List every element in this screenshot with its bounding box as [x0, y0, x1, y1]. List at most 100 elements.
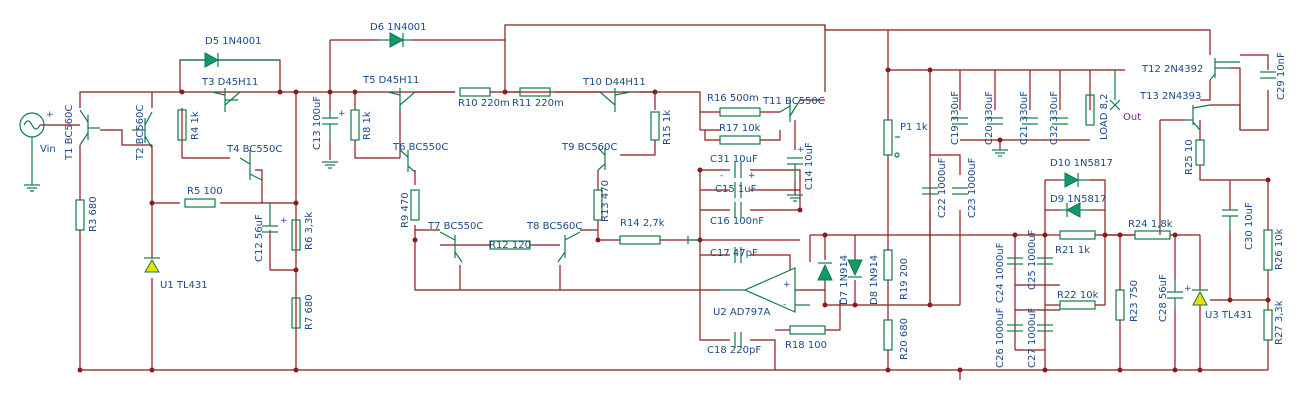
- t9-label: T9 BC560C: [561, 142, 617, 153]
- c31-plus-label: +: [748, 171, 756, 181]
- resistor-r8-icon: [350, 109, 360, 141]
- t12-label: T12 2N4392: [1141, 64, 1203, 75]
- vin-plus-label: +: [46, 110, 54, 120]
- jfet-t12-icon: [1209, 58, 1240, 81]
- c13-plus-label: +: [338, 109, 346, 119]
- resistor-r17-icon: [719, 135, 761, 145]
- reference-u3-icon: [1192, 289, 1208, 306]
- r16-label: R16 500m: [707, 93, 759, 104]
- c29-label: C29 10nF: [1276, 52, 1287, 100]
- c17-label: C17 47pF: [710, 248, 758, 259]
- r13-label: R13 470: [600, 180, 611, 222]
- capacitor-c28-icon: [1167, 280, 1183, 310]
- resistor-r9-icon: [410, 189, 420, 221]
- r8-label: R8 1k: [362, 111, 373, 140]
- c22-label: C22 1000uF: [937, 157, 948, 218]
- r7-label: R7 680: [304, 294, 315, 330]
- resistor-r6-icon: [291, 219, 301, 251]
- resistor-r10-icon: [459, 87, 491, 97]
- r14-label: R14 2,7k: [620, 218, 665, 229]
- transistor-t2-icon: [132, 111, 153, 149]
- c14-plus-label: +: [797, 145, 805, 155]
- resistor-r24-icon: [1134, 230, 1171, 240]
- diode-d10-icon: [1060, 172, 1090, 188]
- c26-label: C26 1000uF: [995, 307, 1006, 368]
- u3-label: U3 TL431: [1205, 310, 1253, 321]
- transistor-t10-icon: [599, 88, 631, 112]
- t8-label: T8 BC560C: [526, 221, 582, 232]
- c18-label: C18 220pF: [707, 345, 761, 356]
- r15-label: R15 1k: [662, 110, 673, 145]
- component-symbols: [19, 32, 1276, 351]
- r25-label: R25 10: [1184, 139, 1195, 175]
- resistor-r15-icon: [650, 111, 660, 141]
- capacitor-c27-icon: [1037, 324, 1053, 332]
- ground-symbol-c13: [322, 161, 338, 169]
- resistor-r13-icon: [593, 189, 603, 221]
- resistor-r26-icon: [1263, 229, 1273, 271]
- c28-plus-label: +: [1184, 284, 1192, 294]
- t5-label: T5 D45H11: [362, 75, 419, 86]
- resistor-r7-icon: [291, 297, 301, 329]
- diode-d7-icon: [817, 262, 833, 281]
- resistor-r25-icon: [1195, 139, 1205, 166]
- junction-dots: [77, 67, 1271, 373]
- capacitor-c29-icon: [1260, 71, 1276, 79]
- diode-d9-icon: [1060, 202, 1090, 218]
- r5-label: R5 100: [187, 186, 223, 197]
- t10-label: T10 D44H11: [582, 77, 646, 88]
- c31-minus-label: -: [720, 171, 723, 181]
- t2-label: T2 BC560C: [135, 105, 146, 161]
- transistor-t1-icon: [79, 109, 100, 146]
- r27-label: R27 3,3k: [1274, 300, 1285, 345]
- diode-d6-icon: [378, 32, 412, 48]
- r10-label: R10 220m: [458, 98, 510, 109]
- r12-label: R12 120: [489, 240, 531, 251]
- resistor-r11-icon: [519, 87, 551, 97]
- transistor-t6-icon: [399, 149, 416, 173]
- capacitor-c26-icon: [1007, 324, 1023, 332]
- ground-symbol-c14: [787, 194, 803, 202]
- u2-label: U2 AD797A: [713, 307, 770, 318]
- capacitor-c21-icon: [1022, 117, 1038, 125]
- c27-label: C27 1000uF: [1027, 307, 1038, 368]
- resistor-r19-icon: [883, 249, 893, 281]
- resistor-r3-icon: [75, 199, 85, 231]
- t3-label: T3 D45H11: [201, 77, 258, 88]
- c32-label: C32 330uF: [1049, 91, 1060, 145]
- c19-label: C19 330uF: [950, 91, 961, 145]
- resistor-r5-icon: [184, 198, 216, 208]
- ground-symbol-vin: [24, 184, 40, 192]
- r21-label: R21 1k: [1055, 245, 1090, 256]
- resistor-r16-icon: [719, 107, 761, 117]
- u2-plus-label: +: [783, 280, 791, 290]
- capacitor-c31-icon: [734, 162, 742, 178]
- d9-label: D9 1N5817: [1050, 194, 1107, 205]
- resistor-r12-icon: [489, 240, 531, 250]
- capacitor-c23-icon: [952, 187, 968, 195]
- capacitor-c16-icon: [734, 202, 742, 218]
- d7-label: D7 1N914: [839, 255, 850, 305]
- u1-label: U1 TL431: [160, 280, 208, 291]
- c12-label: C12 56uF: [254, 214, 265, 262]
- wires: [40, 24, 1269, 380]
- d10-label: D10 1N5817: [1050, 158, 1113, 169]
- vin-label: Vin: [40, 144, 56, 155]
- c31-label: C31 10uF: [710, 154, 758, 165]
- ground-symbol-r14: [687, 236, 700, 244]
- r19-label: R19 200: [899, 258, 910, 300]
- d5-label: D5 1N4001: [205, 36, 262, 47]
- t4-label: T4 BC550C: [226, 144, 282, 155]
- c21-label: C21 330uF: [1019, 91, 1030, 145]
- capacitor-c14-icon: [787, 157, 803, 180]
- capacitor-c17-icon: [734, 247, 742, 263]
- r6-label: R6 3,3k: [304, 212, 315, 250]
- diode-d5-icon: [180, 52, 280, 68]
- opamp-u2-icon: [720, 267, 810, 313]
- r23-label: R23 750: [1129, 280, 1140, 322]
- resistor-r20-icon: [883, 319, 893, 351]
- resistor-r18-icon: [789, 325, 826, 335]
- jfet-t13-icon: [1185, 104, 1211, 131]
- capacitor-c12-icon: [262, 203, 278, 233]
